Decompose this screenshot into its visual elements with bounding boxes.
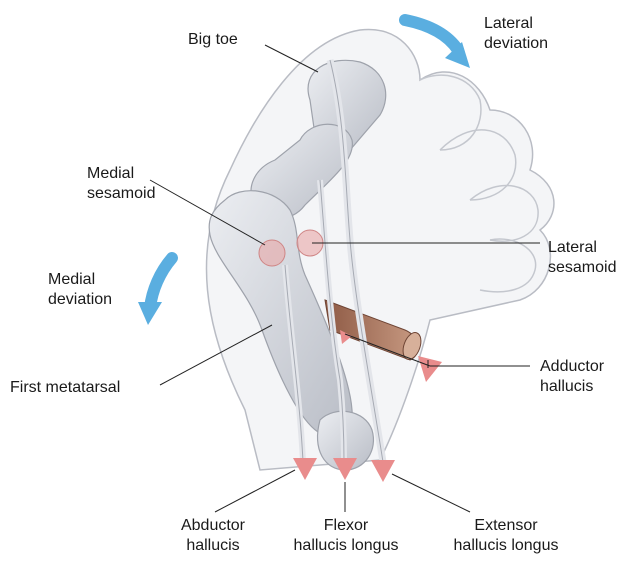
label-flexor-hallucis-longus: Flexor hallucis longus (282, 516, 410, 556)
label-first-metatarsal: First metatarsal (10, 378, 120, 398)
label-big-toe: Big toe (188, 30, 238, 50)
abductor-force-arrow (293, 458, 317, 480)
medial-deviation-arrow (150, 258, 172, 308)
label-medial-deviation: Medial deviation (48, 270, 112, 310)
label-adductor-hallucis: Adductor hallucis (540, 357, 604, 397)
label-lateral-deviation: Lateral deviation (484, 14, 548, 54)
lateral-deviation-arrow (405, 20, 458, 50)
adductor-force-arrow (418, 356, 442, 382)
extensor-force-arrow (371, 460, 395, 482)
label-medial-sesamoid: Medial sesamoid (87, 164, 155, 204)
label-abductor-hallucis: Abductor hallucis (158, 516, 268, 556)
label-extensor-hallucis-longus: Extensor hallucis longus (438, 516, 574, 556)
label-lateral-sesamoid: Lateral sesamoid (548, 238, 616, 278)
